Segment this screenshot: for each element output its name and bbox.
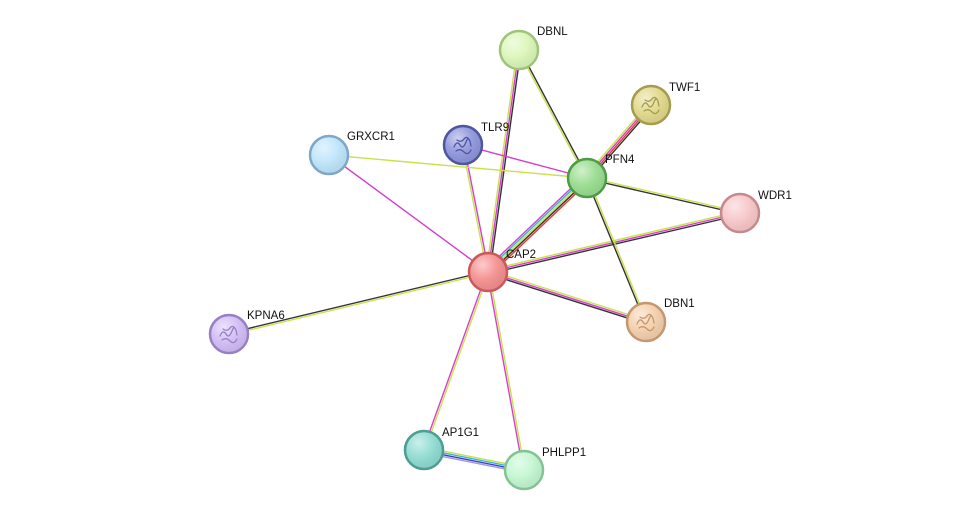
node-grxcr1[interactable] [308, 134, 350, 176]
node-highlight [722, 195, 758, 231]
edge-line-experiments [422, 271, 488, 451]
node-highlight [311, 137, 347, 173]
node-highlight [628, 304, 664, 340]
edge-line-experiments [462, 144, 588, 179]
edge-cap2-grxcr1[interactable] [328, 154, 489, 273]
protein-structure-icon [641, 96, 660, 115]
edge-cap2-dbnl[interactable] [485, 49, 522, 273]
edge-cap2-tlr9[interactable] [461, 144, 490, 273]
edge-line-experiments [486, 271, 524, 471]
node-wdr1[interactable] [719, 192, 761, 234]
edge-line-experiments [328, 154, 489, 273]
edge-cap2-pfn4[interactable] [484, 174, 591, 276]
edge-line-coexpression [228, 270, 489, 334]
node-highlight [470, 254, 506, 290]
node-highlight [211, 316, 247, 352]
edge-cap2-kpna6[interactable] [228, 270, 489, 336]
edge-line-database [486, 175, 587, 272]
node-twf1[interactable] [630, 84, 672, 126]
protein-structure-icon [636, 313, 655, 332]
label-layer: CAP2 PFN4 DBNL TWF1TLR9GRXCR1WDR1DBN1KPNA6A… [247, 26, 792, 459]
node-ap1g1[interactable] [403, 429, 445, 471]
edge-pfn4-dbn1[interactable] [585, 176, 648, 324]
node-dbn1[interactable] [625, 301, 667, 343]
node-label-grxcr1: GRXCR1 [347, 131, 395, 143]
node-label-twf1: TWF1 [669, 82, 700, 94]
node-highlight [506, 452, 542, 488]
edge-line-coexpression [586, 178, 741, 215]
edge-line-textmining [488, 271, 526, 471]
edge-line-textmining [586, 176, 741, 213]
node-dbnl[interactable] [498, 29, 540, 71]
node-phlpp1[interactable] [503, 449, 545, 491]
node-tlr9[interactable] [442, 124, 484, 166]
edge-pfn4-wdr1[interactable] [586, 176, 741, 215]
edge-line-experiments [463, 144, 490, 273]
edge-line-coexpression [488, 178, 589, 275]
edge-pfn4-grxcr1[interactable] [328, 154, 588, 179]
node-pfn4[interactable] [566, 157, 608, 199]
node-cap2[interactable] [467, 251, 509, 293]
edge-line-textmining [517, 49, 587, 180]
edge-line-fusion [489, 179, 591, 276]
edge-line-textmining [424, 271, 490, 451]
node-label-dbn1: DBN1 [664, 298, 695, 310]
edge-line-textmining [587, 176, 648, 323]
node-highlight [406, 432, 442, 468]
edge-line-coexpression [486, 273, 647, 325]
node-label-kpna6: KPNA6 [247, 310, 285, 322]
edge-line-experiments [484, 174, 586, 271]
node-label-cap2: CAP2 [506, 249, 536, 261]
edge-line-coexpression [489, 49, 522, 273]
edge-pfn4-dbnl[interactable] [517, 48, 589, 180]
edge-line-textmining [487, 177, 588, 273]
node-highlight [501, 32, 537, 68]
protein-structure-icon [219, 325, 238, 344]
node-layer [208, 29, 761, 491]
edge-line-experiments [487, 49, 520, 273]
edge-line-textmining [228, 272, 489, 336]
edge-line-textmining [461, 144, 488, 273]
edge-cap2-ap1g1[interactable] [422, 271, 490, 451]
edge-line-coexpression [585, 177, 646, 324]
edge-cap2-dbn1[interactable] [486, 269, 648, 325]
edge-line-textmining [328, 154, 588, 179]
node-label-pfn4: PFN4 [605, 154, 635, 166]
node-highlight [569, 160, 605, 196]
node-label-dbnl: DBNL [537, 26, 568, 38]
edge-cap2-phlpp1[interactable] [486, 271, 526, 471]
node-label-wdr1: WDR1 [758, 190, 792, 202]
edge-line-coexpression [519, 48, 589, 179]
node-label-tlr9: TLR9 [481, 122, 509, 134]
node-highlight [633, 87, 669, 123]
edge-line-textmining [485, 49, 518, 273]
node-kpna6[interactable] [208, 313, 250, 355]
protein-structure-icon [453, 136, 472, 155]
node-label-ap1g1: AP1G1 [442, 427, 479, 439]
edge-line-textmining [487, 269, 648, 321]
node-highlight [445, 127, 481, 163]
node-label-phlpp1: PHLPP1 [542, 447, 586, 459]
edge-line-experiments [487, 271, 647, 323]
edge-pfn4-tlr9[interactable] [462, 144, 588, 179]
